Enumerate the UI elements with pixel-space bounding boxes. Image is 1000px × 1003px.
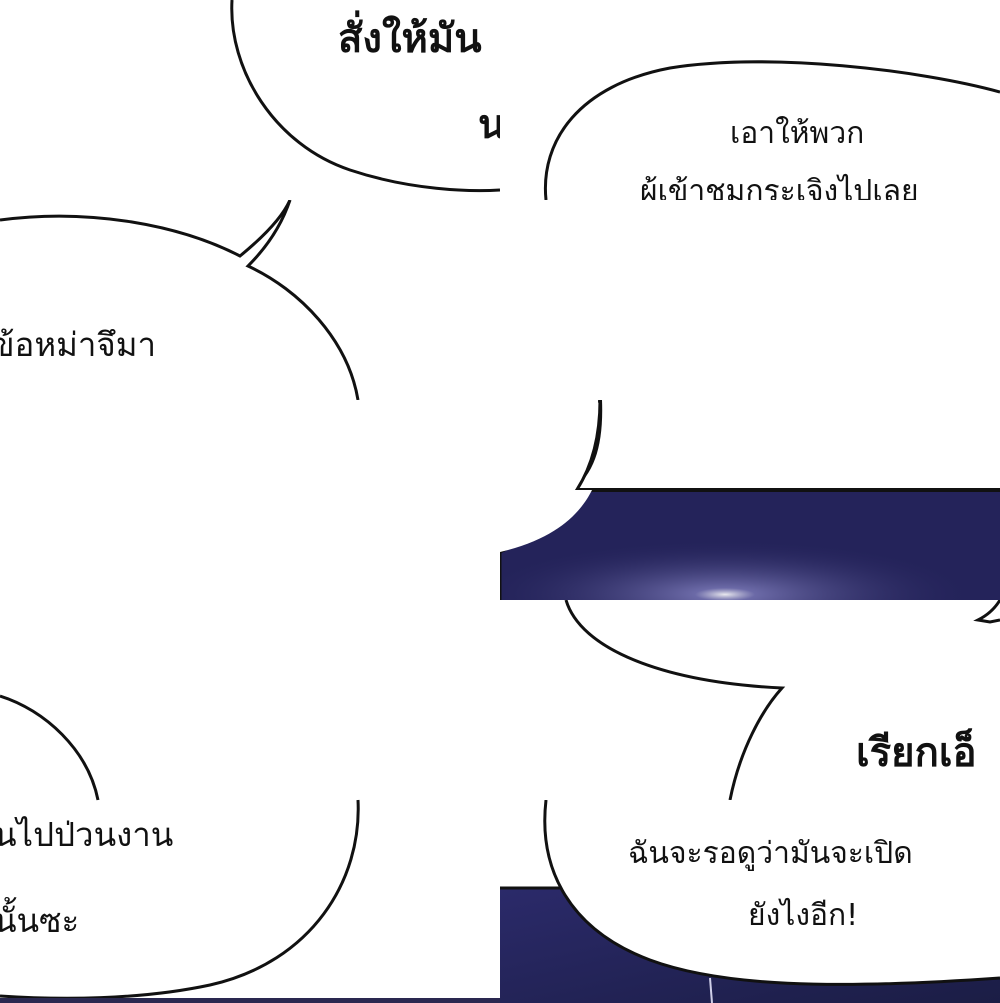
speech-bubble-outline	[230, 0, 500, 193]
speech-bubble-outline	[543, 60, 1000, 200]
panel-top-right: เอาให้พวก ผู้เข้าชมกระเจิงไปเลย	[500, 0, 1000, 200]
panel-bottom-left: นไปป่วนงาน นั้นซะ	[0, 600, 500, 1003]
panel-blank-left	[0, 400, 500, 600]
speech-text: ยังไงอีก!	[748, 898, 859, 933]
panel-lower-right: เรียกเอ็	[500, 600, 1000, 800]
speech-bubble-outline	[0, 200, 360, 400]
night-sky-scene	[500, 400, 1000, 600]
speech-bubble-outline	[0, 694, 500, 1003]
speech-text: สั่งให้มัน	[338, 16, 482, 62]
speech-text: ข้อหม่าจึมา	[0, 325, 157, 364]
panel-bottom-right: ฉันจะรอดูว่ามันจะเปิด ยังไงอีก!	[500, 800, 1000, 1003]
panel-mid-left: ข้อหม่าจึมา	[0, 200, 500, 400]
panel-blank-right	[500, 200, 1000, 400]
panel-top-left: สั่งให้มัน น	[0, 0, 500, 200]
panel-mid-right	[500, 400, 1000, 600]
speech-text: เอาให้พวก	[730, 116, 865, 151]
speech-text: เรียกเอ็	[856, 730, 977, 776]
speech-text: ผู้เข้าชมกระเจิงไปเลย	[640, 174, 919, 200]
speech-bubble-outline	[564, 600, 1000, 800]
speech-text: น	[478, 102, 500, 148]
speech-text: ฉันจะรอดูว่ามันจะเปิด	[628, 836, 913, 871]
night-sky-scene	[500, 800, 1000, 1003]
speech-bubble-outline	[0, 400, 500, 600]
speech-text: นไปป่วนงาน	[0, 815, 174, 854]
speech-text: นั้นซะ	[0, 901, 80, 940]
